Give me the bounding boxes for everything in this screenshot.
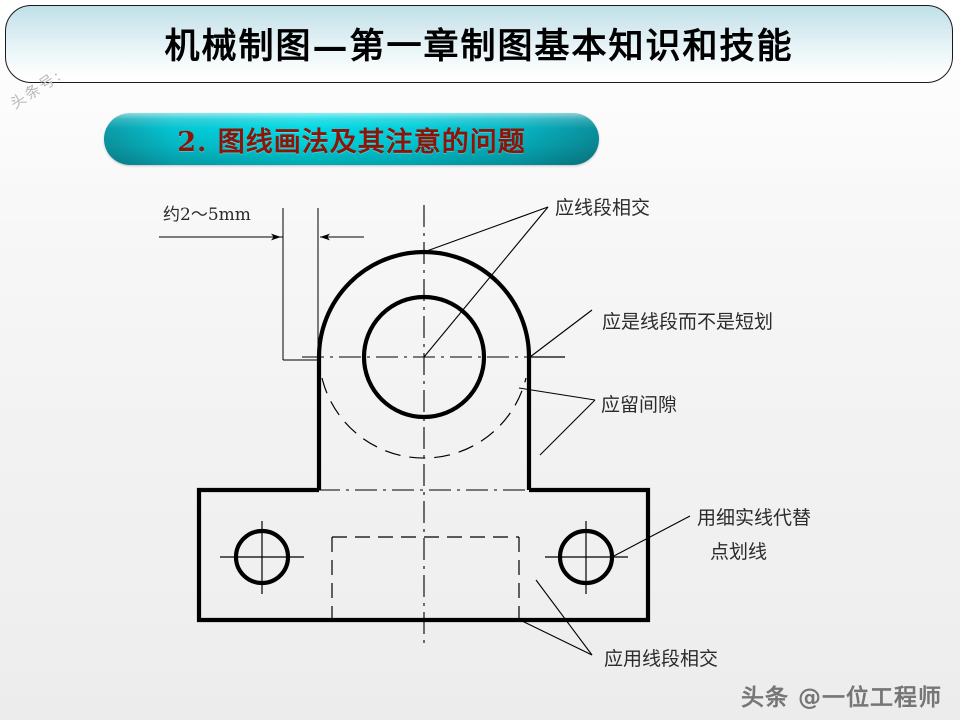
part-outline (196, 249, 651, 623)
annotation-label-5: 应用线段相交 (604, 648, 718, 670)
leader-line-seg-intersect-top (423, 206, 549, 358)
leader-line-seg-intersect-bottom (519, 579, 593, 656)
bolt-hole-right (545, 521, 628, 594)
annotation-label-1: 应线段相交 (555, 197, 650, 219)
bolt-hole-left (220, 521, 304, 594)
slide-header-bar: 机械制图—第一章制图基本知识和技能 (5, 5, 953, 83)
centerlines (302, 205, 560, 645)
hidden-pocket-rect (331, 536, 520, 620)
dimension-label: 约2～5mm (163, 205, 251, 225)
section-banner-label: 2. 图线画法及其注意的问题 (177, 126, 526, 158)
bore-circle (361, 294, 487, 420)
watermark-bottom: 头条 @一位工程师 (740, 685, 942, 711)
annotation-label-4-line-1: 用细实线代替 (697, 507, 811, 529)
section-banner: 2. 图线画法及其注意的问题 (104, 113, 599, 165)
annotation-label-2: 应是线段而不是短划 (602, 311, 773, 333)
broken-hidden-arc (321, 377, 527, 459)
dimension-gap-callout: 约2～5mm (159, 205, 364, 361)
leader-line-leave-gap (518, 387, 596, 456)
annotation-label-4-line-2: 点划线 (710, 541, 767, 563)
page-title: 机械制图—第一章制图基本知识和技能 (164, 25, 794, 67)
annotation-label-3: 应留间隙 (601, 394, 677, 416)
leader-line-thin-line-instead (611, 515, 691, 558)
leader-line-should-be-segment (529, 309, 593, 358)
